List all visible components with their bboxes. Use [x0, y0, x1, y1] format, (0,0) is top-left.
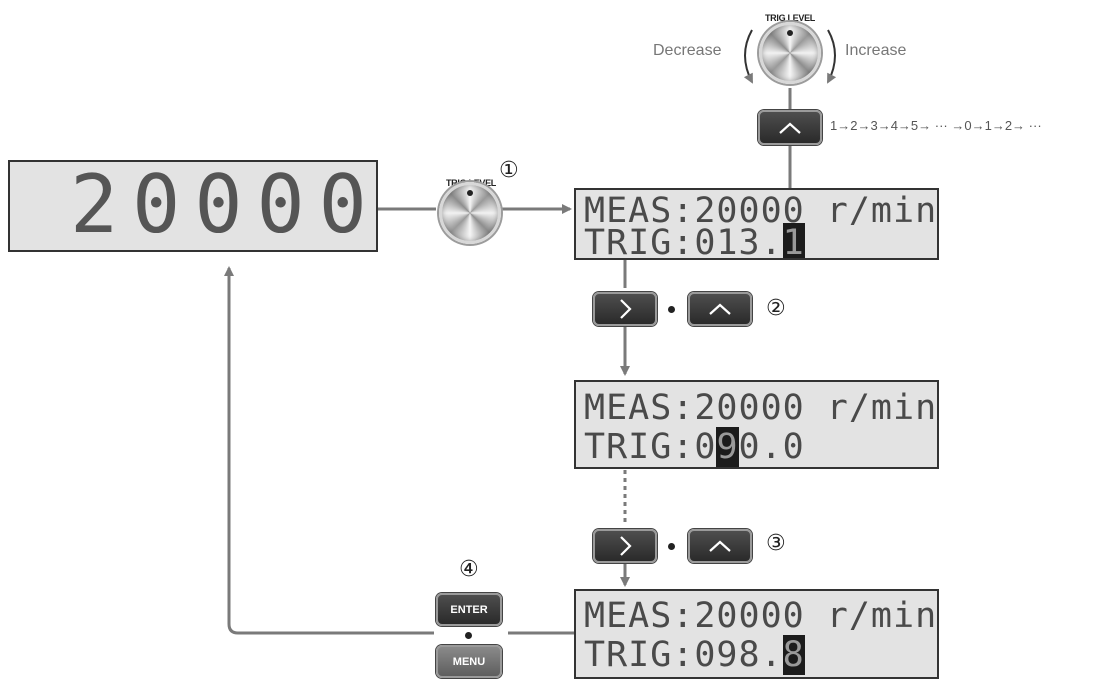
- lcd1-trig-text: TRIG:013.: [584, 223, 783, 260]
- lcd-display-2: MEAS:20000 r/min TRIG:090.0: [574, 380, 939, 469]
- menu-button[interactable]: MENU: [436, 645, 502, 678]
- step-2-marker: ②: [766, 296, 786, 321]
- digit-sequence-text: 1→2→3→4→5→ ··· →0→1→2→ ···: [830, 118, 1042, 133]
- up-arrow-icon: [707, 302, 733, 316]
- lcd1-trig-line: TRIG:013.1: [584, 226, 805, 260]
- arrow-enter-to-main-display: [229, 268, 434, 633]
- step-4-marker: ④: [459, 557, 479, 582]
- separator-dot: [465, 632, 472, 639]
- trig-level-knob-2[interactable]: [759, 22, 821, 84]
- lcd3-cursor-digit: 8: [783, 635, 805, 675]
- up-button-top[interactable]: [758, 110, 822, 145]
- up-button-step3[interactable]: [688, 529, 752, 563]
- rotate-increase-arc: [828, 30, 835, 82]
- lcd3-trig-line: TRIG:098.8: [584, 638, 805, 673]
- lcd2-cursor-digit: 9: [716, 427, 738, 467]
- main-display: 20000: [8, 160, 378, 252]
- trig-level-knob-1[interactable]: [439, 182, 501, 244]
- increase-label: Increase: [845, 42, 906, 60]
- right-button-step3[interactable]: [593, 529, 657, 563]
- step-3-marker: ③: [766, 531, 786, 556]
- lcd3-meas-line: MEAS:20000 r/min: [584, 599, 937, 634]
- lcd2-trig-line: TRIG:090.0: [584, 430, 805, 465]
- lcd2-trig-rest: 0.0: [739, 427, 805, 467]
- main-display-value: 20000: [70, 165, 378, 245]
- separator-dot: [668, 543, 675, 550]
- lcd2-meas-line: MEAS:20000 r/min: [584, 391, 937, 426]
- rotate-decrease-arc: [745, 30, 752, 82]
- knob-indicator-icon: [787, 30, 793, 36]
- decrease-label: Decrease: [653, 42, 721, 60]
- lcd-display-3: MEAS:20000 r/min TRIG:098.8: [574, 589, 939, 679]
- right-arrow-icon: [618, 534, 632, 558]
- lcd1-cursor-digit: 1: [783, 223, 805, 260]
- menu-button-label: MENU: [453, 656, 485, 668]
- enter-button-label: ENTER: [450, 604, 487, 616]
- up-button-step2[interactable]: [688, 292, 752, 326]
- lcd-display-1: MEAS:20000 r/min TRIG:013.1: [574, 188, 939, 260]
- up-arrow-icon: [707, 539, 733, 553]
- right-button-step2[interactable]: [593, 292, 657, 326]
- knob-indicator-icon: [467, 190, 473, 196]
- right-arrow-icon: [618, 297, 632, 321]
- lcd2-trig-text: TRIG:0: [584, 427, 716, 467]
- up-arrow-icon: [777, 121, 803, 135]
- lcd3-trig-text: TRIG:098.: [584, 635, 783, 675]
- enter-button[interactable]: ENTER: [436, 593, 502, 626]
- separator-dot: [668, 306, 675, 313]
